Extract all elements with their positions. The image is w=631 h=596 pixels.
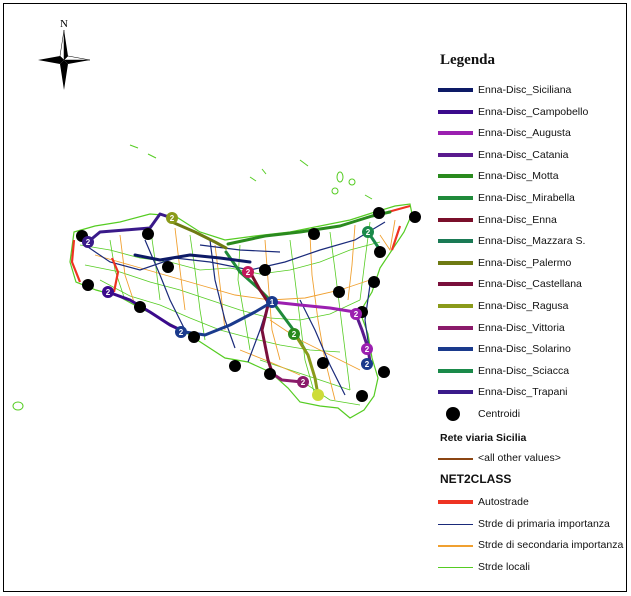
sicily-map: 1 2 2 2 2 2 2 2 2 2 2 2	[12, 144, 421, 419]
compass-north-label: N	[60, 18, 68, 30]
svg-text:2: 2	[246, 268, 251, 277]
svg-text:2: 2	[354, 310, 359, 319]
route-badge: 2	[82, 236, 94, 248]
route-label: Enna-Disc_Palermo	[478, 256, 572, 269]
other-values-swatch	[438, 458, 473, 460]
route-badge: 2	[288, 328, 300, 340]
route-swatch	[438, 260, 473, 265]
route-label: Enna-Disc_Sciacca	[478, 364, 570, 377]
route-label: Enna-Disc_Ragusa	[478, 300, 569, 312]
svg-text:2: 2	[170, 214, 175, 223]
route-label: Enna-Disc_Catania	[478, 148, 569, 161]
class-label: Strde di secondaria importanza	[478, 539, 624, 551]
route-badge: 2	[102, 286, 114, 298]
svg-text:2: 2	[365, 360, 370, 369]
class-heading: NET2CLASS	[440, 472, 512, 486]
route-badge: 2	[350, 308, 362, 320]
small-islands	[12, 144, 373, 411]
route-swatch	[438, 390, 473, 395]
route-swatch	[438, 368, 473, 373]
route-label: Enna-Disc_Siciliana	[478, 84, 572, 96]
route-swatch	[438, 239, 473, 244]
road-network-heading: Rete viaria Sicilia	[440, 432, 527, 444]
route-badge: 2	[297, 376, 309, 388]
route-swatch	[438, 131, 473, 136]
svg-text:2: 2	[86, 238, 91, 247]
centroid-icon	[446, 407, 460, 421]
route-label: Enna-Disc_Mazzara S.	[478, 235, 586, 248]
route-swatch	[438, 304, 473, 308]
autostrade	[70, 204, 411, 293]
route-label: Enna-Disc_Vittoria	[478, 321, 565, 334]
route-badge: 2	[361, 343, 373, 355]
route-badge	[312, 389, 324, 401]
route-swatch	[438, 347, 473, 352]
compass-icon: N	[38, 18, 91, 90]
route-label: Enna-Disc_Solarino	[478, 343, 571, 356]
route-swatch	[438, 282, 473, 287]
route-badge: 2	[362, 226, 374, 238]
svg-text:2: 2	[292, 330, 297, 339]
class-label: Autostrade	[478, 496, 529, 508]
svg-text:2: 2	[179, 328, 184, 337]
class-swatch	[438, 523, 473, 525]
route-badge: 2	[175, 326, 187, 338]
class-swatch	[438, 545, 473, 547]
other-values-label: <all other values>	[478, 452, 561, 464]
class-label: Strde locali	[478, 560, 530, 573]
legend-title: Legenda	[440, 52, 496, 68]
route-swatch	[438, 325, 473, 330]
route-label: Enna-Disc_Campobello	[478, 105, 589, 118]
route-swatch	[438, 152, 473, 157]
route-swatch	[438, 217, 473, 222]
route-badges: 1 2 2 2 2 2 2 2 2 2 2 2	[82, 212, 374, 401]
svg-text:1: 1	[270, 298, 275, 307]
route-label: Enna-Disc_Mirabella	[478, 192, 575, 204]
route-badge: 2	[166, 212, 178, 224]
route-label: Enna-Disc_Castellana	[478, 278, 582, 291]
route-badge: 2	[242, 266, 254, 278]
route-badge: 2	[361, 358, 373, 370]
svg-text:2: 2	[301, 378, 306, 387]
svg-text:2: 2	[365, 345, 370, 354]
route-label: Enna-Disc_Augusta	[478, 127, 571, 140]
route-swatch	[438, 196, 473, 200]
centroid-label: Centroidi	[478, 408, 521, 420]
route-swatch	[438, 109, 473, 114]
compass-rose: N	[34, 16, 94, 96]
route-swatch	[438, 174, 473, 179]
route-label: Enna-Disc_Enna	[478, 213, 557, 226]
svg-text:2: 2	[106, 288, 111, 297]
route-label: Enna-Disc_Motta	[478, 170, 559, 183]
route-badge: 1	[266, 296, 278, 308]
class-swatch	[438, 566, 473, 568]
class-label: Strde di primaria importanza	[478, 517, 610, 530]
local-roads	[79, 221, 381, 406]
route-swatch	[438, 88, 473, 92]
class-swatch	[438, 500, 473, 504]
svg-text:2: 2	[366, 228, 371, 237]
route-label: Enna-Disc_Trapani	[478, 386, 568, 399]
